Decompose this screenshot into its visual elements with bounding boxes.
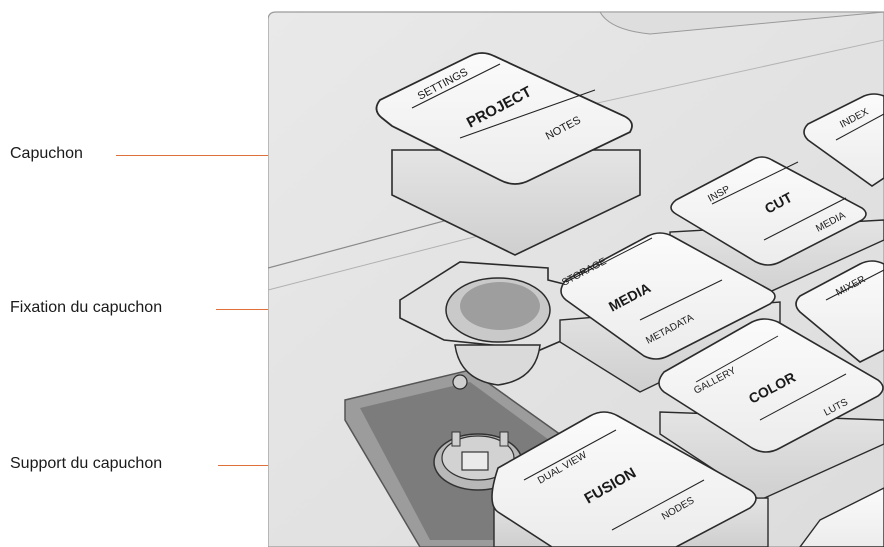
- key-media: STORAGE MEDIA METADATA: [559, 232, 781, 393]
- panel-rear-knob: [599, 11, 884, 35]
- key-mixer: MIXER: [795, 260, 884, 363]
- cap-mount-part: [399, 261, 597, 390]
- keyboard-illustration: SETTINGS PROJECT NOTES INSP CUT MEDIA IN…: [268, 11, 884, 547]
- key-color: GALLERY COLOR LUTS: [658, 318, 884, 501]
- callout-cap-holder: Support du capuchon: [10, 455, 163, 472]
- callout-cap-mount: Fixation du capuchon: [10, 299, 163, 316]
- key-index: INDEX: [803, 93, 884, 187]
- callout-cap: Capuchon: [10, 145, 83, 162]
- key-fusion: DUAL VIEW FUSION NODES: [491, 411, 769, 547]
- key-partial-bottom-right: [799, 487, 884, 547]
- keycap-exploded: SETTINGS PROJECT NOTES: [375, 52, 641, 256]
